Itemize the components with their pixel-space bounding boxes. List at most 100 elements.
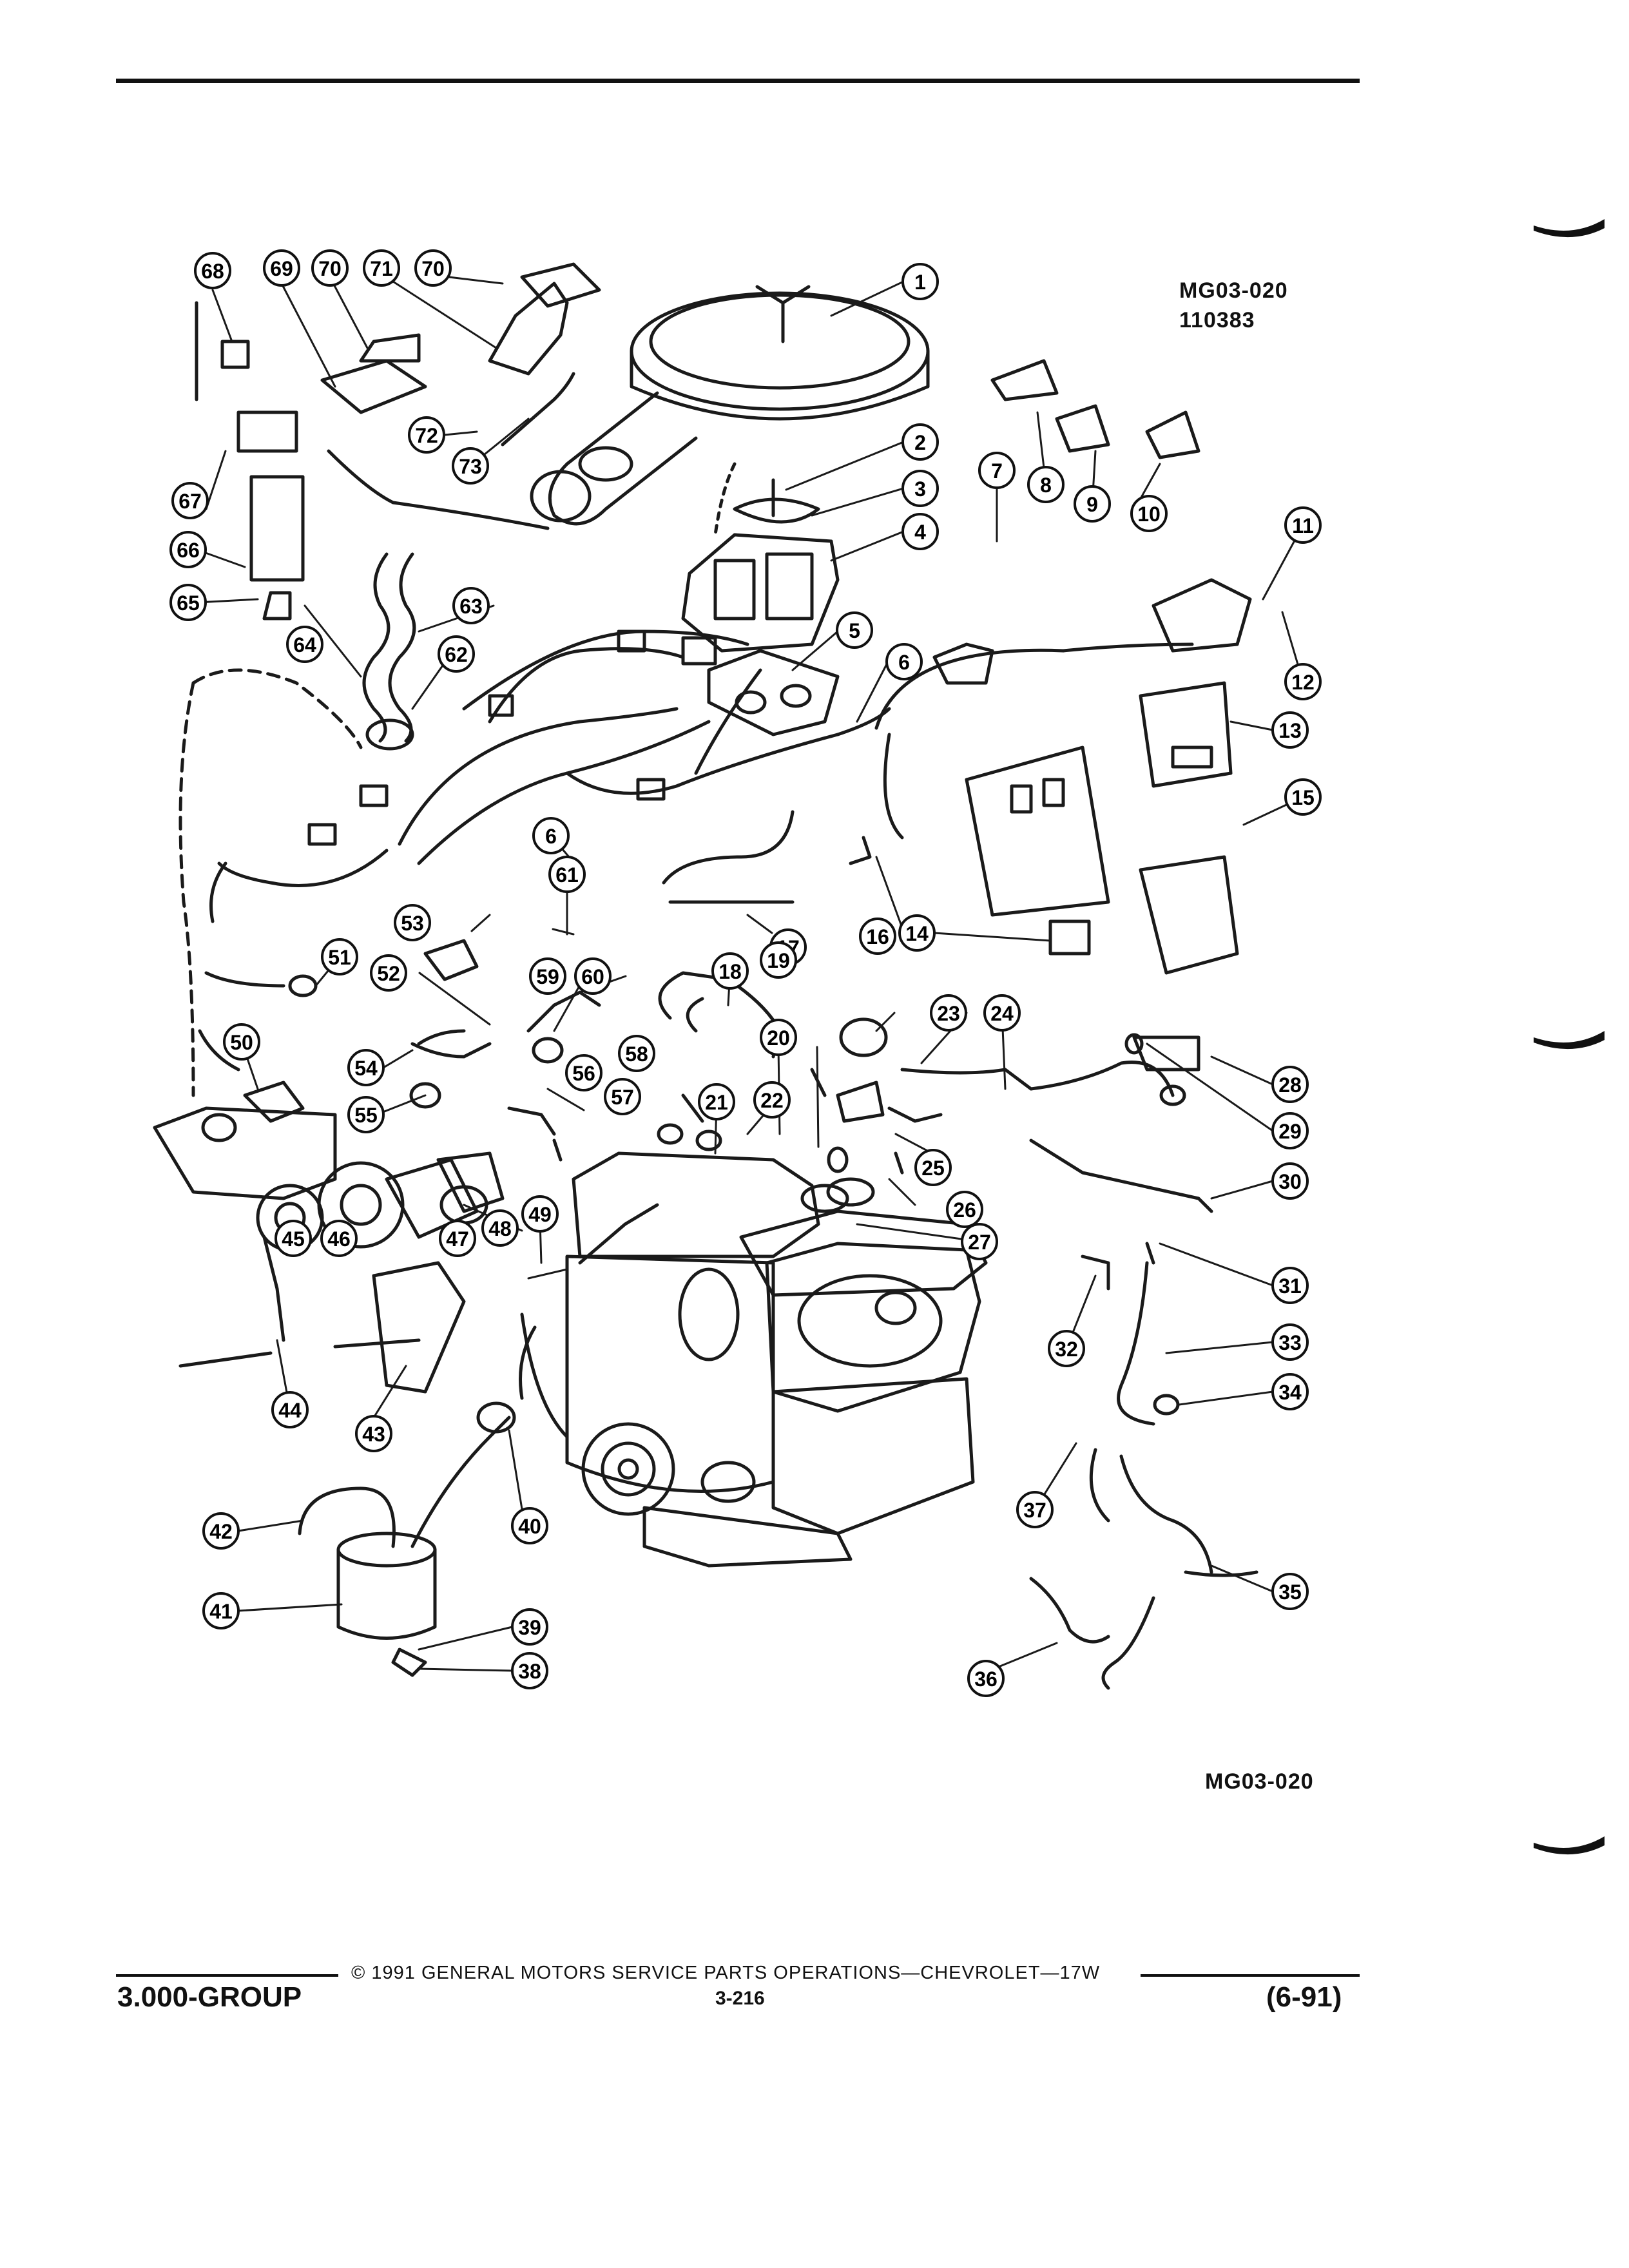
callout-3: 3 (901, 470, 939, 507)
callout-51: 51 (321, 938, 358, 975)
svg-text:22: 22 (760, 1089, 784, 1112)
edge-mark-2 (1534, 1031, 1605, 1050)
svg-text:42: 42 (209, 1520, 233, 1543)
callout-23: 23 (930, 994, 967, 1032)
svg-text:46: 46 (327, 1227, 351, 1251)
callout-6a: 6 (885, 643, 923, 680)
svg-text:60: 60 (581, 965, 604, 988)
callout-16: 16 (859, 918, 896, 955)
svg-text:32: 32 (1055, 1338, 1078, 1361)
callout-57: 57 (604, 1078, 641, 1115)
svg-text:66: 66 (177, 539, 200, 562)
callout-9: 9 (1074, 485, 1111, 523)
callout-33: 33 (1271, 1323, 1309, 1361)
callout-70b: 70 (414, 249, 452, 287)
callout-10: 10 (1130, 495, 1168, 532)
callout-53: 53 (394, 904, 431, 941)
right-side-components-drawing (849, 359, 1252, 975)
callout-25: 25 (914, 1149, 952, 1186)
callout-15: 15 (1284, 778, 1322, 816)
svg-text:2: 2 (914, 431, 926, 454)
svg-text:55: 55 (354, 1104, 378, 1127)
callout-numbers: 1 2 3 4 5 6 6 7 8 9 10 11 12 13 14 15 16… (169, 249, 1322, 1697)
callout-65: 65 (169, 584, 207, 621)
svg-text:67: 67 (178, 490, 202, 513)
svg-text:14: 14 (905, 922, 929, 945)
footer-group: 3.000-GROUP (117, 1981, 302, 2013)
svg-text:45: 45 (282, 1227, 305, 1251)
callout-63: 63 (452, 587, 490, 624)
callout-39: 39 (511, 1608, 548, 1646)
svg-text:54: 54 (354, 1057, 378, 1080)
svg-text:73: 73 (459, 455, 482, 478)
svg-text:31: 31 (1278, 1274, 1302, 1298)
svg-text:64: 64 (293, 633, 316, 657)
callout-40: 40 (511, 1507, 548, 1544)
edge-mark-3 (1534, 1836, 1605, 1855)
callout-28: 28 (1271, 1066, 1309, 1103)
callout-1: 1 (901, 263, 939, 300)
callout-72: 72 (408, 416, 445, 454)
callout-13: 13 (1271, 711, 1309, 749)
callout-27: 27 (961, 1223, 998, 1260)
callout-44: 44 (271, 1391, 309, 1428)
svg-text:37: 37 (1023, 1499, 1046, 1522)
svg-text:23: 23 (937, 1002, 960, 1025)
air-cleaner-drawing (530, 285, 930, 526)
callout-14: 14 (898, 914, 936, 952)
callout-42: 42 (202, 1512, 240, 1550)
svg-text:69: 69 (270, 257, 293, 280)
svg-text:59: 59 (536, 965, 559, 988)
callout-52: 52 (370, 954, 407, 992)
callout-69: 69 (263, 249, 300, 287)
callout-62: 62 (438, 635, 475, 673)
callout-19: 19 (760, 941, 797, 979)
svg-text:43: 43 (362, 1423, 385, 1446)
callout-73: 73 (452, 447, 489, 485)
callout-54: 54 (347, 1049, 385, 1086)
svg-text:40: 40 (518, 1515, 541, 1538)
footer-date: (6-91) (1266, 1981, 1342, 2013)
svg-text:49: 49 (528, 1203, 552, 1226)
callout-60: 60 (574, 957, 612, 995)
svg-text:9: 9 (1086, 493, 1098, 516)
callout-45: 45 (275, 1220, 312, 1257)
svg-text:1: 1 (914, 271, 926, 294)
wiring-harness-drawing (209, 629, 1194, 923)
svg-text:6: 6 (898, 651, 910, 674)
svg-text:13: 13 (1278, 719, 1302, 742)
footer-rule-left (116, 1974, 338, 1977)
edge-mark-1 (1534, 219, 1605, 238)
svg-text:38: 38 (518, 1660, 541, 1683)
callout-34: 34 (1271, 1373, 1309, 1410)
svg-text:18: 18 (718, 960, 742, 983)
svg-text:71: 71 (370, 257, 393, 280)
svg-text:30: 30 (1278, 1170, 1302, 1193)
svg-text:47: 47 (446, 1227, 469, 1251)
svg-text:62: 62 (445, 643, 468, 666)
svg-text:61: 61 (555, 863, 579, 887)
svg-text:72: 72 (415, 424, 438, 447)
callout-66: 66 (169, 531, 207, 568)
callout-50: 50 (223, 1023, 260, 1061)
carburetor-drawing (681, 478, 840, 736)
callout-70a: 70 (311, 249, 349, 287)
callout-6b: 6 (532, 817, 570, 854)
callout-12: 12 (1284, 663, 1322, 700)
svg-text:36: 36 (974, 1667, 998, 1691)
svg-text:65: 65 (177, 591, 200, 615)
upper-left-components-drawing (195, 262, 601, 751)
svg-text:25: 25 (921, 1157, 945, 1180)
callout-59: 59 (529, 957, 566, 995)
callout-36: 36 (967, 1660, 1005, 1697)
footer-page-number: 3-216 (715, 1988, 765, 2009)
callout-4: 4 (901, 513, 939, 550)
callout-8: 8 (1027, 466, 1065, 503)
callout-61: 61 (548, 856, 586, 893)
callout-32: 32 (1048, 1330, 1085, 1367)
footer-copyright: © 1991 GENERAL MOTORS SERVICE PARTS OPER… (351, 1963, 1101, 1983)
svg-text:11: 11 (1292, 514, 1314, 537)
svg-text:5: 5 (849, 619, 860, 642)
